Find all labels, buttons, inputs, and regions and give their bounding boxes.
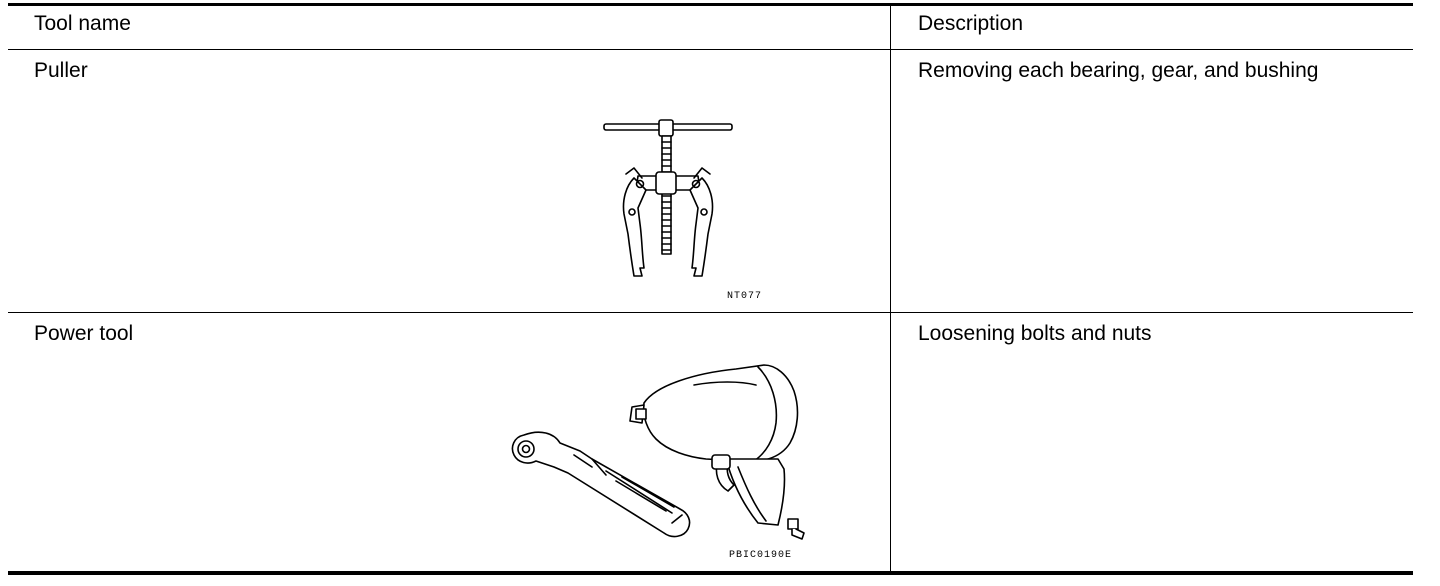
table-header-row: Tool name Description bbox=[8, 6, 1413, 50]
pneumatic-power-tools-illustration bbox=[511, 364, 805, 540]
tool-name-cell: Puller bbox=[34, 59, 88, 82]
tool-name-cell: Power tool bbox=[34, 322, 134, 345]
header-description: Description bbox=[918, 12, 1024, 35]
description-cell: Removing each bearing, gear, and bushing bbox=[918, 59, 1319, 82]
gear-puller-illustration bbox=[603, 119, 733, 277]
description-cell: Loosening bolts and nuts bbox=[918, 322, 1152, 345]
tool-table: Tool name Description Puller Removing ea… bbox=[8, 3, 1413, 575]
figure-code: NT077 bbox=[727, 291, 763, 302]
header-tool-name: Tool name bbox=[34, 12, 131, 35]
figure-code: PBIC0190E bbox=[729, 550, 793, 561]
table-row: Puller Removing each bearing, gear, and … bbox=[8, 50, 1413, 313]
column-divider bbox=[890, 6, 891, 571]
table-row: Power tool Loosening bolts and nuts bbox=[8, 313, 1413, 571]
